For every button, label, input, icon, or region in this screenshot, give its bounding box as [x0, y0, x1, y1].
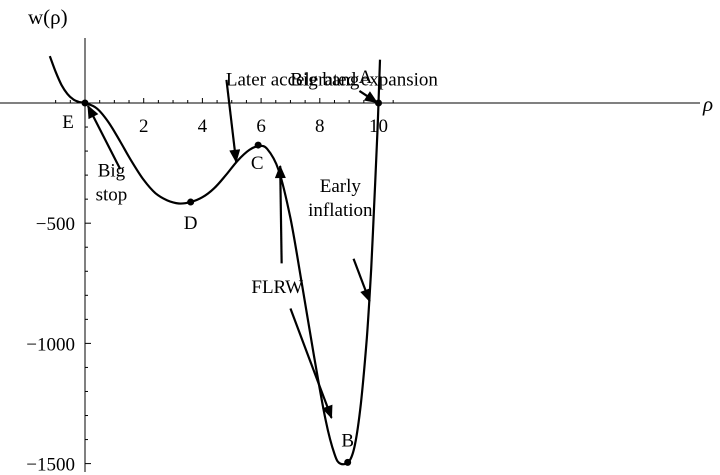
w-rho-curve	[48, 55, 382, 466]
x-tick-label: 8	[315, 116, 325, 137]
point-d-marker	[187, 198, 195, 206]
annotation-label: stop	[96, 184, 128, 205]
points-layer: A B C D E	[62, 67, 382, 466]
point-e-label: E	[62, 112, 74, 133]
annotation-arrow	[352, 258, 371, 303]
annotation-label: FLRW	[251, 277, 303, 298]
annotation-arrow	[274, 164, 286, 264]
point-e-marker	[81, 99, 89, 107]
annotation-label: Later accelerated expansion	[226, 69, 439, 90]
y-tick-label: −1000	[26, 334, 75, 355]
point-c-label: C	[251, 153, 264, 174]
point-c-marker	[254, 141, 262, 149]
point-a-marker	[375, 99, 382, 107]
y-tick-label: −500	[36, 214, 75, 235]
y-tick-label: −1500	[26, 455, 75, 475]
x-tick-label: 6	[256, 116, 266, 137]
point-b-label: B	[341, 430, 354, 451]
x-tick-label: 4	[198, 116, 208, 137]
curve-layer	[48, 55, 382, 466]
point-b-marker	[344, 458, 352, 466]
annotation-label: Big	[98, 160, 126, 181]
annotation-arrow	[289, 308, 333, 419]
x-tick-label: 2	[139, 116, 149, 137]
annotation-label: inflation	[308, 200, 373, 221]
annotation-label: Big bang	[290, 69, 360, 90]
y-axis-title: w(ρ)	[28, 5, 68, 29]
point-d-label: D	[184, 213, 198, 234]
annotation-arrow	[358, 90, 378, 104]
point-a-label: A	[359, 67, 373, 88]
x-axis-title: ρ	[702, 92, 713, 116]
annotation-label: Early	[320, 176, 362, 197]
annotation-arrow	[225, 79, 241, 163]
annotation-arrow	[86, 104, 122, 170]
